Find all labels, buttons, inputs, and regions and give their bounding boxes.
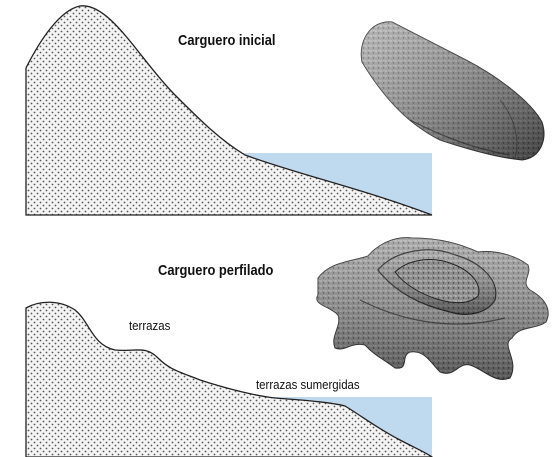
top-panel-title: Carguero inicial: [178, 32, 276, 49]
bottom-panel-title: Carguero perfilado: [158, 262, 273, 279]
terraces-label: terrazas: [129, 318, 170, 333]
submerged-terraces-label: terrazas sumergidas: [256, 377, 360, 392]
initial-rock-block: [361, 22, 544, 160]
profiled-rock-terraces: [317, 238, 548, 380]
